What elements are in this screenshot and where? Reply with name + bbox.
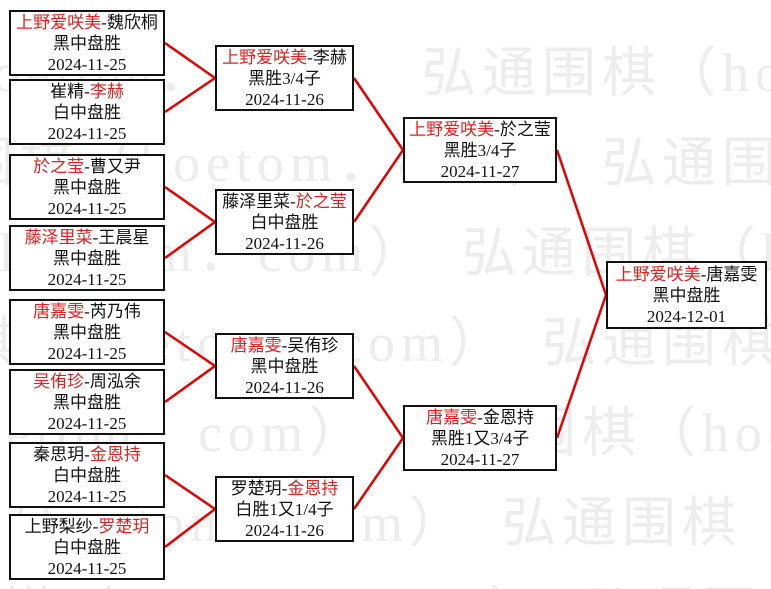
match-players: 崔精-李赫 bbox=[50, 81, 124, 101]
match-result: 白中盘胜 bbox=[53, 102, 121, 122]
match-date: 2024-11-25 bbox=[47, 486, 127, 506]
match-box-round1-2: 崔精-李赫 白中盘胜 2024-11-25 bbox=[9, 79, 165, 145]
match-date: 2024-11-25 bbox=[47, 413, 127, 433]
match-date: 2024-11-25 bbox=[47, 123, 127, 143]
match-box-round1-1: 上野爱咲美-魏欣桐 黑中盘胜 2024-11-25 bbox=[9, 10, 165, 76]
match-date: 2024-11-25 bbox=[47, 269, 127, 289]
match-players: 上野爱咲美-李赫 bbox=[222, 47, 347, 67]
match-box-round1-4: 藤泽里菜-王晨星 黑中盘胜 2024-11-25 bbox=[9, 225, 165, 291]
match-box-round1-5: 唐嘉雯-芮乃伟 黑中盘胜 2024-11-25 bbox=[9, 299, 165, 365]
match-result: 白中盘胜 bbox=[53, 465, 121, 485]
match-box-final: 上野爱咲美-唐嘉雯 黑中盘胜 2024-12-01 bbox=[606, 261, 767, 329]
match-result: 白中盘胜 bbox=[250, 212, 319, 232]
match-date: 2024-11-25 bbox=[47, 198, 127, 218]
match-date: 2024-11-27 bbox=[440, 449, 520, 469]
match-date: 2024-11-25 bbox=[47, 54, 127, 74]
match-box-round1-8: 上野梨纱-罗楚玥 白中盘胜 2024-11-25 bbox=[9, 514, 165, 580]
match-box-round1-7: 秦思玥-金恩持 白中盘胜 2024-11-25 bbox=[9, 442, 165, 508]
match-players: 藤泽里菜-於之莹 bbox=[222, 191, 347, 211]
match-box-round1-6: 吴侑珍-周泓余 黑中盘胜 2024-11-25 bbox=[9, 369, 165, 435]
match-box-round2-3: 唐嘉雯-吴侑珍 黑中盘胜 2024-11-26 bbox=[215, 333, 354, 399]
match-box-round1-3: 於之莹-曹又尹 黑中盘胜 2024-11-25 bbox=[9, 154, 165, 220]
match-result: 白胜1又1/4子 bbox=[235, 499, 334, 519]
match-players: 上野爱咲美-魏欣桐 bbox=[16, 12, 158, 32]
match-players: 唐嘉雯-吴侑珍 bbox=[230, 335, 339, 355]
match-box-semifinal-1: 上野爱咲美-於之莹 黑胜3/4子 2024-11-27 bbox=[403, 117, 557, 183]
match-result: 黑胜3/4子 bbox=[248, 68, 321, 88]
match-date: 2024-11-26 bbox=[245, 233, 324, 253]
match-date: 2024-11-26 bbox=[245, 520, 324, 540]
match-result: 黑中盘胜 bbox=[53, 248, 121, 268]
match-box-round2-1: 上野爱咲美-李赫 黑胜3/4子 2024-11-26 bbox=[215, 45, 354, 111]
match-players: 唐嘉雯-芮乃伟 bbox=[33, 301, 141, 321]
match-players: 上野梨纱-罗楚玥 bbox=[24, 516, 150, 536]
match-players: 吴侑珍-周泓余 bbox=[33, 371, 141, 391]
match-date: 2024-12-01 bbox=[646, 306, 727, 326]
match-players: 秦思玥-金恩持 bbox=[33, 444, 141, 464]
match-players: 於之莹-曹又尹 bbox=[33, 156, 141, 176]
match-result: 黑胜3/4子 bbox=[443, 140, 517, 160]
match-date: 2024-11-25 bbox=[47, 558, 127, 578]
match-box-semifinal-2: 唐嘉雯-金恩持 黑胜1又3/4子 2024-11-27 bbox=[403, 405, 557, 471]
match-box-round2-4: 罗楚玥-金恩持 白胜1又1/4子 2024-11-26 bbox=[215, 476, 354, 542]
match-result: 黑中盘胜 bbox=[53, 392, 121, 412]
match-date: 2024-11-25 bbox=[47, 343, 127, 363]
match-box-round2-2: 藤泽里菜-於之莹 白中盘胜 2024-11-26 bbox=[215, 189, 354, 255]
match-date: 2024-11-26 bbox=[245, 89, 324, 109]
match-players: 藤泽里菜-王晨星 bbox=[24, 227, 150, 247]
match-result: 白中盘胜 bbox=[53, 537, 121, 557]
match-result: 黑中盘胜 bbox=[53, 322, 121, 342]
match-date: 2024-11-27 bbox=[440, 161, 520, 181]
match-players: 唐嘉雯-金恩持 bbox=[426, 407, 534, 427]
match-result: 黑中盘胜 bbox=[652, 285, 721, 305]
match-date: 2024-11-26 bbox=[245, 377, 324, 397]
match-players: 上野爱咲美-唐嘉雯 bbox=[615, 264, 758, 284]
match-result: 黑中盘胜 bbox=[53, 177, 121, 197]
match-players: 罗楚玥-金恩持 bbox=[230, 478, 339, 498]
match-result: 黑中盘胜 bbox=[53, 33, 121, 53]
match-result: 黑中盘胜 bbox=[250, 356, 319, 376]
match-result: 黑胜1又3/4子 bbox=[430, 428, 530, 448]
match-players: 上野爱咲美-於之莹 bbox=[409, 119, 551, 139]
